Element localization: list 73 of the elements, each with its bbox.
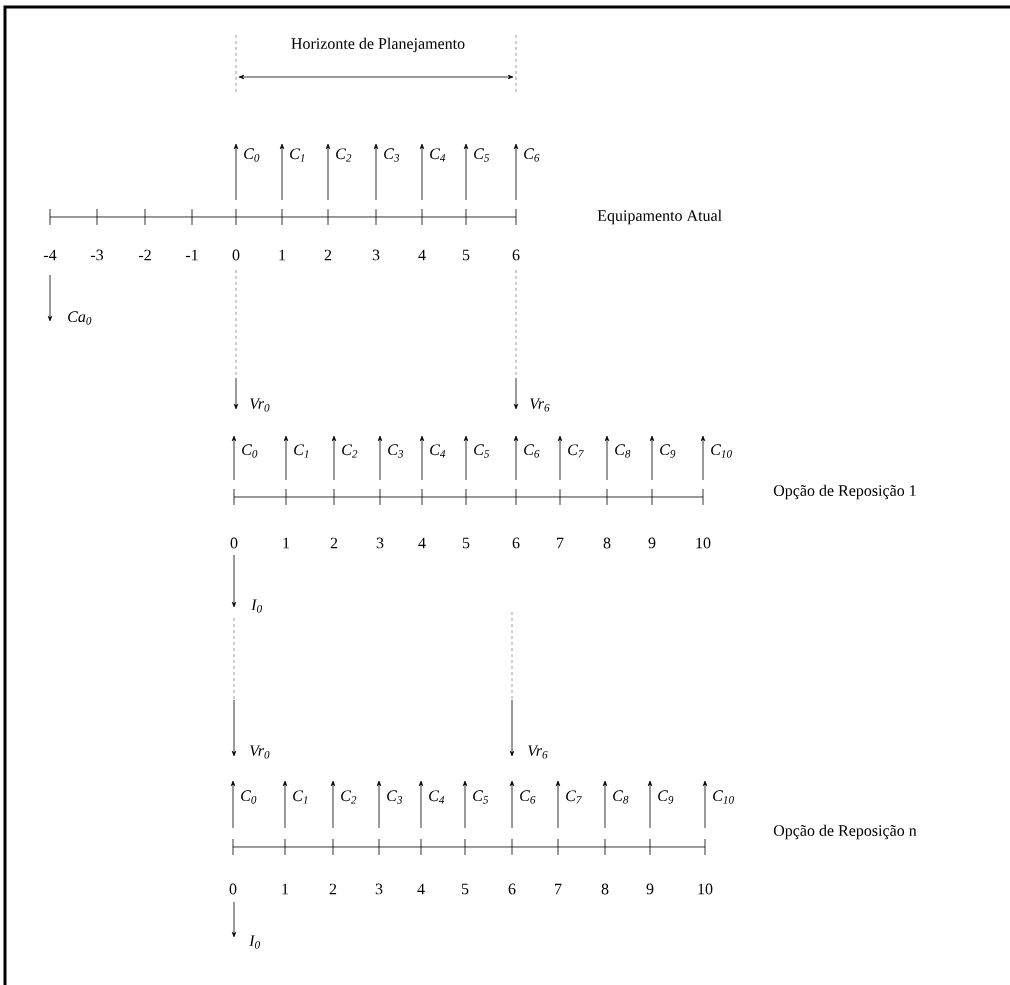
tick-label: 2 xyxy=(329,883,337,895)
cash-flow-label: C$_{5}$ xyxy=(474,444,490,458)
tick-label: 2 xyxy=(330,537,338,549)
cash-flow-label: C$_{0}$ xyxy=(241,790,257,804)
tick-label: 9 xyxy=(648,537,656,549)
tick-label: 3 xyxy=(376,537,384,549)
timeline-label: Opção de Reposição 1 xyxy=(773,484,916,500)
cash-flow-label: Vr$_{6}$ xyxy=(530,398,550,412)
tick-label: 1 xyxy=(282,883,289,895)
cash-flow-label: C$_{2}$ xyxy=(341,790,357,804)
cash-flow-label: Ca$_{0}$ xyxy=(68,311,92,325)
tick-label: 9 xyxy=(646,883,654,895)
tick-label: 5 xyxy=(462,537,470,549)
cash-flow-label: C$_{6}$ xyxy=(520,790,536,804)
tick-label: 8 xyxy=(603,537,611,549)
cash-flow-label: I$_{0}$ xyxy=(249,935,260,949)
tick-label: 0 xyxy=(230,537,238,549)
cash-flow-label: C$_{5}$ xyxy=(473,790,489,804)
cash-flow-label: C$_{8}$ xyxy=(613,790,629,804)
tick-label: 7 xyxy=(557,537,564,549)
cash-flow-label: C$_{4}$ xyxy=(430,148,446,162)
cash-flow-label: Vr$_{0}$ xyxy=(250,398,270,412)
cash-flow-label: C$_{0}$ xyxy=(244,148,260,162)
tick-label: 8 xyxy=(601,883,609,895)
cash-flow-label: C$_{2}$ xyxy=(336,148,352,162)
cash-flow-label: C$_{5}$ xyxy=(474,148,490,162)
cash-flow-label: C$_{6}$ xyxy=(524,444,540,458)
cash-flow-label: C$_{3}$ xyxy=(387,790,403,804)
cash-flow-label: C$_{3}$ xyxy=(388,444,404,458)
tick-label: 10 xyxy=(698,883,713,895)
cash-flow-label: C$_{9}$ xyxy=(658,790,674,804)
cash-flow-label: C$_{6}$ xyxy=(524,148,540,162)
tick-label: 5 xyxy=(462,249,470,261)
tick-label: 4 xyxy=(417,883,425,895)
tick-label: -3 xyxy=(90,249,104,261)
cash-flow-label: Vr$_{6}$ xyxy=(528,745,548,759)
cash-flow-label: C$_{4}$ xyxy=(430,444,446,458)
tick-label: 3 xyxy=(375,883,383,895)
cash-flow-label: C$_{2}$ xyxy=(342,444,358,458)
tick-label: 6 xyxy=(508,883,516,895)
heading: Horizonte de Planejamento xyxy=(291,37,465,53)
tick-label: -2 xyxy=(138,249,151,261)
cash-flow-label: C$_{8}$ xyxy=(615,444,631,458)
timeline-label: Opção de Reposição n xyxy=(773,824,917,840)
cash-flow-label: C$_{1}$ xyxy=(293,790,308,804)
tick-label: 1 xyxy=(279,249,286,261)
cash-flow-label: I$_{0}$ xyxy=(251,599,262,613)
cash-flow-label: C$_{10}$ xyxy=(711,444,732,458)
timeline-label: Equipamento Atual xyxy=(597,209,722,225)
cash-flow-label: C$_{0}$ xyxy=(242,444,258,458)
tick-label: 3 xyxy=(372,249,380,261)
tick-label: 0 xyxy=(229,883,237,895)
tick-label: 7 xyxy=(555,883,562,895)
tick-label: 10 xyxy=(696,537,711,549)
tick-label: 6 xyxy=(512,249,520,261)
cash-flow-label: C$_{1}$ xyxy=(294,444,309,458)
tick-label: 1 xyxy=(283,537,290,549)
cash-flow-label: C$_{9}$ xyxy=(660,444,676,458)
tick-label: -1 xyxy=(185,249,198,261)
tick-label: 5 xyxy=(461,883,469,895)
tick-label: 2 xyxy=(324,249,332,261)
tick-label: 4 xyxy=(418,537,426,549)
tick-label: 0 xyxy=(232,249,240,261)
cash-flow-label: C$_{1}$ xyxy=(290,148,305,162)
tick-label: 6 xyxy=(512,537,520,549)
cash-flow-label: C$_{7}$ xyxy=(568,444,584,458)
tick-label: -4 xyxy=(43,249,57,261)
cash-flow-label: C$_{4}$ xyxy=(429,790,445,804)
cash-flow-label: C$_{10}$ xyxy=(713,790,734,804)
cash-flow-label: C$_{7}$ xyxy=(566,790,582,804)
cash-flow-label: C$_{3}$ xyxy=(384,148,400,162)
cash-flow-label: Vr$_{0}$ xyxy=(250,745,270,759)
tick-label: 4 xyxy=(418,249,426,261)
